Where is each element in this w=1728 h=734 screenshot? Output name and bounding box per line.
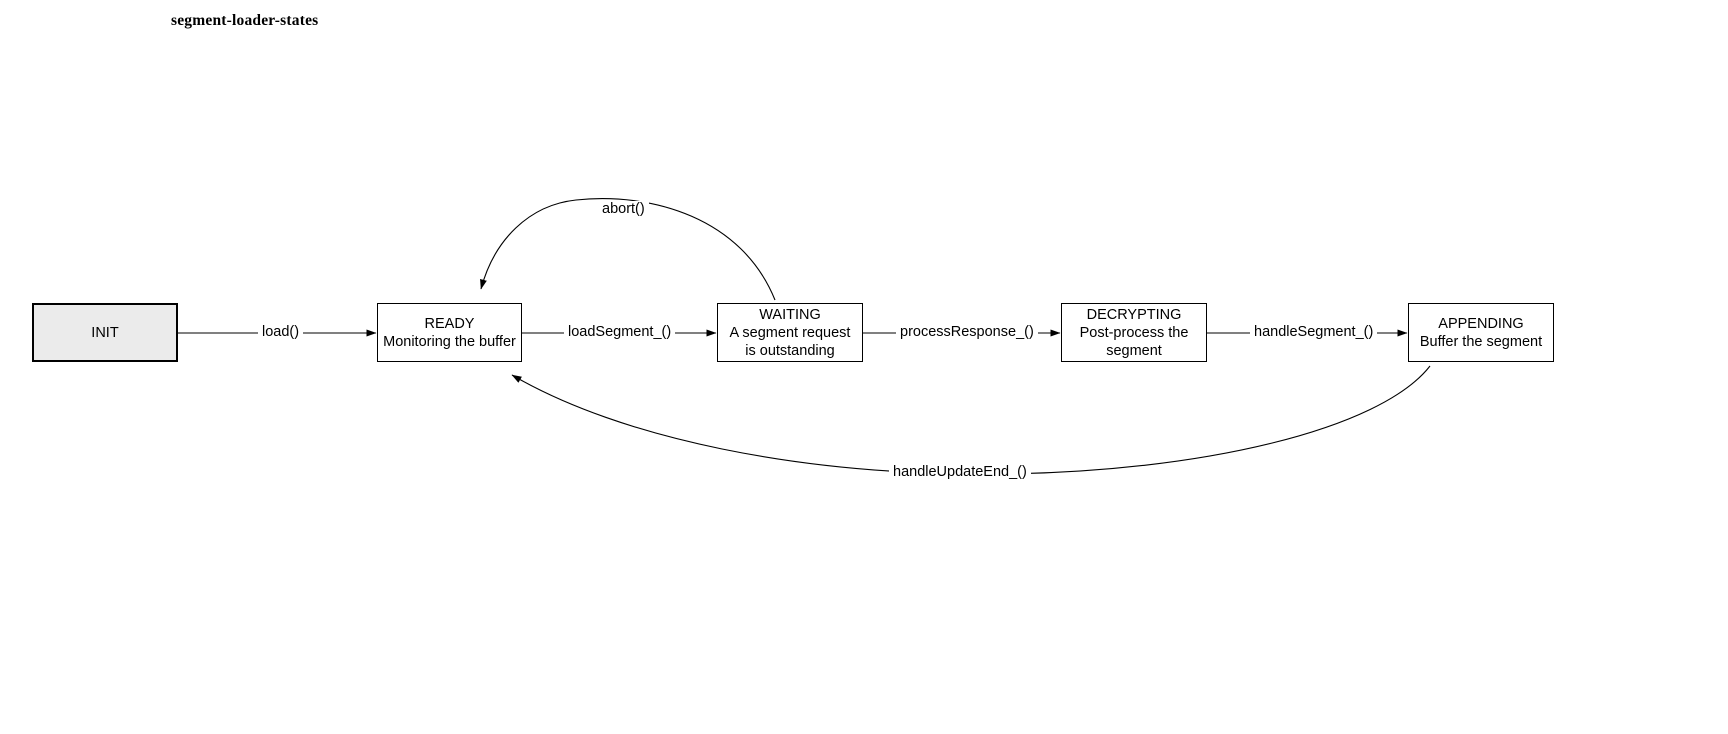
state-init-name: INIT — [91, 324, 119, 341]
edge-label-load: load() — [258, 324, 304, 341]
state-decrypting-desc-line2: segment — [1106, 342, 1162, 359]
state-decrypting-name: DECRYPTING — [1086, 306, 1182, 323]
edge-label-handle-update-end: handleUpdateEnd_() — [889, 464, 1031, 481]
state-appending-name: APPENDING — [1438, 315, 1524, 332]
edge-label-abort: abort() — [598, 201, 649, 218]
state-ready-desc: Monitoring the buffer — [383, 333, 516, 350]
state-node-decrypting[interactable]: DECRYPTING Post-process the segment — [1061, 303, 1207, 362]
edge-handle-update-end-curve — [511, 365, 1431, 475]
edge-abort — [480, 198, 776, 301]
state-appending-desc: Buffer the segment — [1419, 333, 1543, 350]
edge-abort-curve — [480, 198, 776, 301]
state-node-init[interactable]: INIT — [32, 303, 178, 362]
state-node-ready[interactable]: READY Monitoring the buffer — [377, 303, 522, 362]
state-waiting-desc-line1: A segment request — [729, 324, 851, 341]
edge-label-handle-segment: handleSegment_() — [1250, 324, 1378, 341]
state-node-appending[interactable]: APPENDING Buffer the segment — [1408, 303, 1554, 362]
state-ready-name: READY — [424, 315, 475, 332]
edge-label-process-response: processResponse_() — [896, 324, 1038, 341]
edge-handle-update-end — [511, 365, 1431, 475]
state-waiting-name: WAITING — [759, 306, 821, 323]
state-node-waiting[interactable]: WAITING A segment request is outstanding — [717, 303, 863, 362]
state-waiting-desc-line2: is outstanding — [745, 342, 835, 359]
state-decrypting-desc-line1: Post-process the — [1079, 324, 1189, 341]
page-title: segment-loader-states — [171, 12, 319, 29]
edge-label-load-segment: loadSegment_() — [564, 324, 676, 341]
